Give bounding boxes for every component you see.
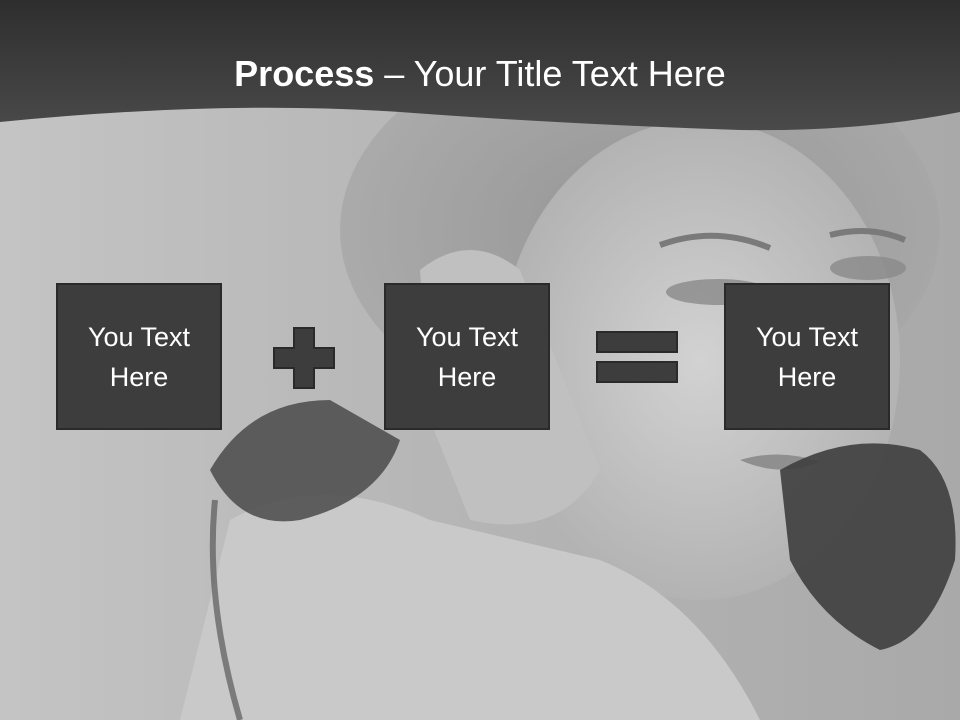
header-band — [0, 0, 960, 131]
process-box-1-text: You Text Here — [87, 321, 191, 392]
process-box-2-text: You Text Here — [415, 321, 519, 392]
equals-icon — [596, 331, 678, 383]
title-rest: – Your Title Text Here — [374, 53, 726, 94]
process-box-2[interactable]: You Text Here — [384, 283, 550, 430]
plus-icon — [273, 327, 335, 389]
slide-title: Process – Your Title Text Here — [0, 52, 960, 96]
process-box-3-text: You Text Here — [755, 321, 859, 392]
process-box-1[interactable]: You Text Here — [56, 283, 222, 430]
process-box-3[interactable]: You Text Here — [724, 283, 890, 430]
title-bold: Process — [234, 53, 375, 94]
